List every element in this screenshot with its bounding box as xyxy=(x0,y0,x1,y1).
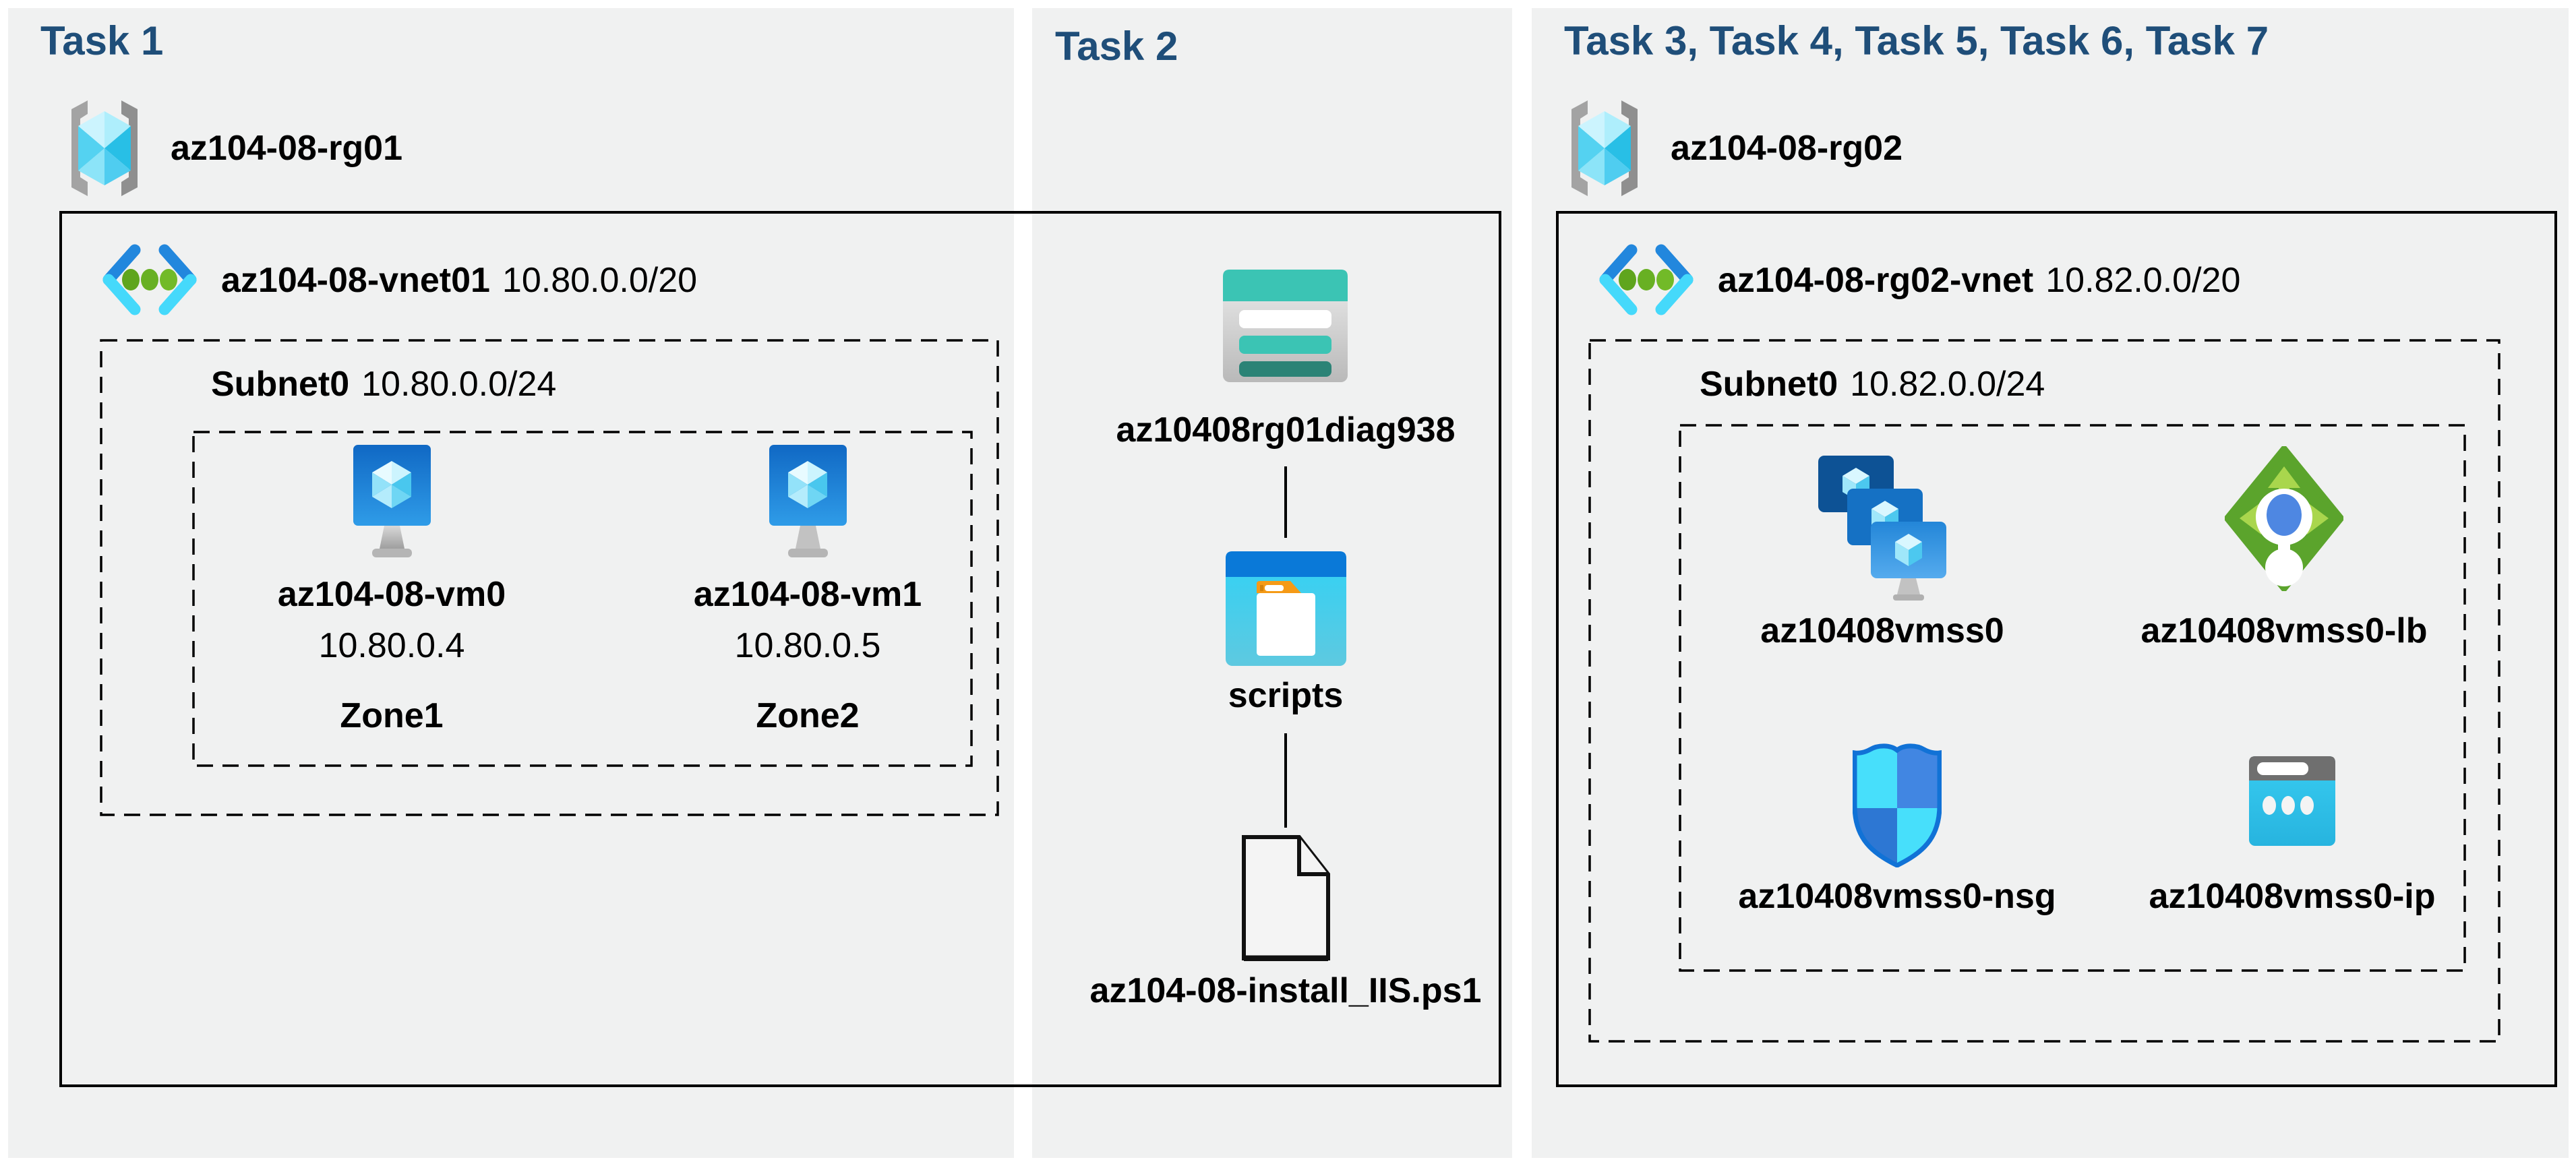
resource-group-icon xyxy=(71,100,138,196)
vnet-name: az104-08-vnet01 xyxy=(221,261,490,300)
virtual-machine-icon xyxy=(353,445,431,557)
resource-group-label: az104-08-rg01 xyxy=(171,129,402,168)
vnet-boundary-box xyxy=(1556,211,2557,1087)
vm-zone-label: Zone2 xyxy=(756,696,860,735)
resource-group-label: az104-08-rg02 xyxy=(1671,129,1903,168)
subnet-name: Subnet0 xyxy=(211,365,350,404)
vnet-boundary-box xyxy=(59,211,1501,1087)
task2-title: Task 2 xyxy=(1055,24,1178,69)
blob-container-icon xyxy=(1226,551,1346,666)
subnet-name: Subnet0 xyxy=(1700,365,1838,404)
virtual-machine-icon xyxy=(769,445,847,557)
vnet-cidr: 10.80.0.0/20 xyxy=(502,261,698,300)
resource-group-icon xyxy=(1571,100,1638,196)
storage-account-icon xyxy=(1223,270,1348,382)
vnet-label: az104-08-vnet01 10.80.0.0/20 xyxy=(221,260,697,301)
vnet-label: az104-08-rg02-vnet 10.82.0.0/20 xyxy=(1718,260,2240,301)
subnet-dashed-box xyxy=(1588,339,2500,1043)
connector-container-to-file xyxy=(1284,733,1287,828)
task1-title: Task 1 xyxy=(40,18,164,63)
vnet-name: az104-08-rg02-vnet xyxy=(1718,261,2034,300)
task3-title: Task 3, Task 4, Task 5, Task 6, Task 7 xyxy=(1564,18,2269,63)
load-balancer-label: az10408vmss0-lb xyxy=(2140,611,2428,650)
network-security-group-icon xyxy=(1853,743,1942,867)
task1-panel xyxy=(8,8,1014,1158)
connector-storage-to-container xyxy=(1284,466,1287,538)
vm-name-label: az104-08-vm0 xyxy=(277,575,506,614)
powershell-file-icon xyxy=(1242,835,1330,961)
vm-scale-set-icon xyxy=(1818,456,1946,601)
vnet-cidr: 10.82.0.0/20 xyxy=(2045,261,2241,300)
load-balancer-icon xyxy=(2225,446,2343,591)
public-ip-label: az10408vmss0-ip xyxy=(2149,877,2436,916)
script-file-label: az104-08-install_IIS.ps1 xyxy=(1089,971,1482,1010)
vm-zone-label: Zone1 xyxy=(340,696,444,735)
zones-dashed-box xyxy=(192,431,973,767)
public-ip-icon xyxy=(2249,756,2335,846)
storage-account-label: az10408rg01diag938 xyxy=(1116,410,1456,450)
vmss-label: az10408vmss0 xyxy=(1760,611,2004,650)
resources-dashed-box xyxy=(1679,424,2466,972)
subnet-cidr: 10.82.0.0/24 xyxy=(1850,365,2045,404)
virtual-network-icon xyxy=(1599,244,1694,315)
subnet-label: Subnet0 10.80.0.0/24 xyxy=(211,364,556,404)
container-label: scripts xyxy=(1228,676,1344,715)
subnet-label: Subnet0 10.82.0.0/24 xyxy=(1700,364,2045,404)
subnet-dashed-box xyxy=(100,339,999,816)
vm-ip-label: 10.80.0.5 xyxy=(734,626,881,665)
task3-panel xyxy=(1532,8,2569,1158)
virtual-network-icon xyxy=(102,244,197,315)
subnet-cidr: 10.80.0.0/24 xyxy=(361,365,557,404)
nsg-label: az10408vmss0-nsg xyxy=(1738,877,2056,916)
vm-ip-label: 10.80.0.4 xyxy=(318,626,465,665)
vm-name-label: az104-08-vm1 xyxy=(693,575,922,614)
